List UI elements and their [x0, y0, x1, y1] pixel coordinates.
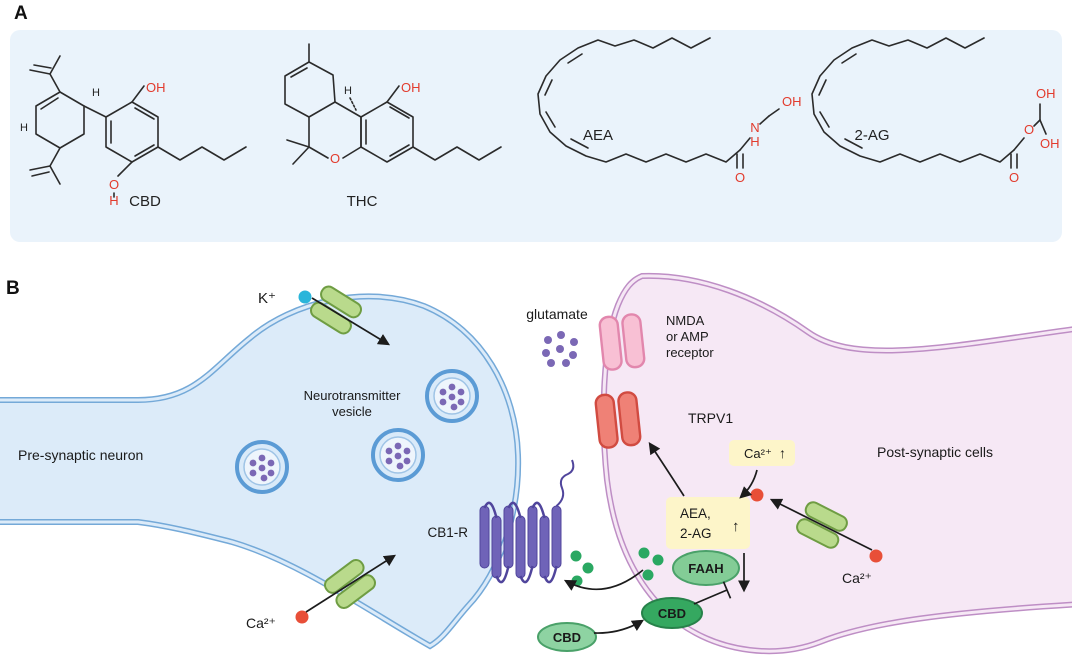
ca-pre-label: Ca²⁺: [246, 615, 276, 631]
aea-n-label: N: [750, 120, 759, 135]
aea-carbonyl-o: O: [735, 170, 745, 185]
aea-box-line2: 2-AG: [680, 526, 712, 541]
arrow-cbd-to-membrane: [593, 619, 645, 634]
arrow-ca-influx-post: [769, 498, 873, 551]
two-ag-oh-bottom: OH: [1040, 136, 1060, 151]
nmda-label-line3: receptor: [666, 345, 714, 360]
thc-structure: OH O H THC: [284, 43, 502, 210]
faah-label: FAAH: [688, 561, 723, 576]
thc-o-label: O: [330, 151, 340, 166]
thc-oh-label: OH: [401, 80, 421, 95]
arrow-k-influx: [311, 297, 391, 346]
two-ag-ester-o: O: [1024, 122, 1034, 137]
cbd-molecule-membrane: [641, 597, 703, 629]
nmda-label-line2: or AMP: [666, 329, 709, 344]
calcium-increase-box: [729, 440, 795, 466]
potassium-ion-dot: [298, 290, 312, 304]
cbd-stereo-h1: H: [92, 87, 100, 99]
cbd-membrane-label: CBD: [658, 606, 686, 621]
arrow-aea-to-trpv1: [648, 442, 685, 497]
nmda-label-line1: NMDA: [666, 313, 705, 328]
calcium-increase-text: Ca²⁺: [744, 446, 772, 461]
trpv1-label: TRPV1: [688, 410, 733, 426]
aea-name: AEA: [583, 127, 613, 144]
calcium-ion-dot-post-out: [869, 549, 883, 563]
calcium-up-arrow: ↑: [779, 445, 786, 461]
aea-nh-h: H: [750, 134, 759, 149]
two-ag-carbonyl-o: O: [1009, 170, 1019, 185]
panel-a-svg: OH O H H H CBD OH O H THC: [20, 37, 1060, 210]
two-ag-oh-top: OH: [1036, 86, 1056, 101]
chemical-structures-panel: [10, 30, 1062, 242]
aea-up-arrow: ↑: [732, 518, 740, 535]
cbd-molecule-free: [537, 622, 597, 652]
glutamate-cluster: [542, 331, 578, 367]
aea-oh-label: OH: [782, 94, 802, 109]
panel-b-svg: Ca²⁺ ↑ AEA, 2-AG ↑ FAAH CBD CBD K⁺ Pre-s…: [0, 272, 1072, 655]
ca-post-label: Ca²⁺: [842, 570, 872, 586]
k-ion-label: K⁺: [258, 290, 276, 307]
cbd-o-label: O: [109, 177, 119, 192]
pre-synaptic-membrane-inner: [0, 294, 520, 648]
vesicle-label-line2: vesicle: [332, 404, 372, 419]
cbd-name: CBD: [129, 193, 161, 210]
panel-b-label: B: [6, 278, 20, 299]
glutamate-label: glutamate: [526, 306, 588, 322]
cb1-receptor-coil: [479, 459, 575, 584]
inhibition-line: [693, 589, 728, 605]
aea-box-line1: AEA,: [680, 506, 711, 521]
arrow-ca-to-aea: [739, 469, 758, 499]
cbd-oh-label: OH: [146, 80, 166, 95]
neurotransmitter-vesicle: [371, 428, 425, 482]
vesicle-label-line1: Neurotransmitter: [304, 388, 401, 403]
cb1r-label: CB1-R: [427, 525, 468, 540]
two-ag-name: 2-AG: [854, 127, 889, 144]
arrow-ca-influx-pre: [305, 554, 397, 613]
endocannabinoid-dots: [570, 547, 664, 587]
cbd-stereo-h2: H: [20, 122, 28, 134]
flow-arrows: [305, 297, 873, 634]
arrow-retrograde-to-cb1r: [563, 569, 644, 591]
faah-enzyme: [672, 550, 740, 586]
calcium-ion-dot-post-in: [750, 488, 764, 502]
cbd-free-label: CBD: [553, 630, 581, 645]
neurotransmitter-vesicle: [425, 369, 479, 423]
two-ag-structure: O O OH OH 2-AG: [811, 37, 1060, 185]
cbd-structure: OH O H H H CBD: [20, 55, 247, 210]
thc-stereo-h: H: [344, 85, 352, 97]
inhibition-bar: [722, 581, 732, 599]
calcium-ion-dot-pre: [295, 610, 309, 624]
pre-neuron-label: Pre-synaptic neuron: [18, 447, 143, 463]
aea-structure: O N H OH AEA: [537, 37, 802, 185]
cbd-h-label: H: [109, 193, 118, 208]
thc-name: THC: [347, 193, 378, 210]
panel-a-label: A: [14, 3, 28, 24]
aea-2ag-box: [666, 497, 750, 549]
neurotransmitter-vesicle: [235, 440, 289, 494]
post-cells-label: Post-synaptic cells: [877, 444, 993, 460]
